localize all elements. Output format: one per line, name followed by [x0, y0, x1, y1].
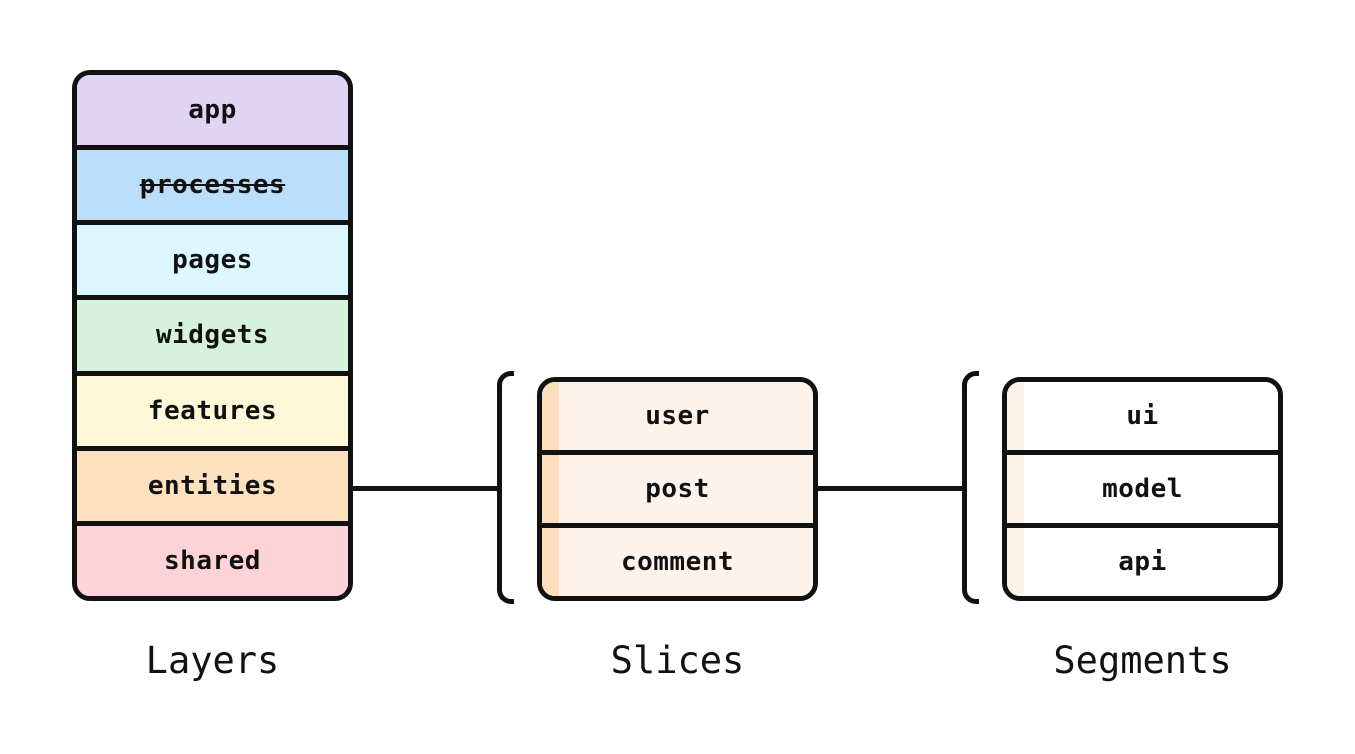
slice-row-stripe	[542, 528, 559, 596]
segments-stack: ui model api	[1002, 377, 1283, 601]
segment-row-label: ui	[1126, 401, 1159, 431]
slice-row-comment: comment	[542, 523, 813, 596]
layer-row-processes: processes	[77, 145, 348, 221]
connector-line-layers-slices	[352, 486, 500, 491]
segment-row-stripe	[1007, 455, 1024, 523]
layer-row-shared: shared	[77, 520, 348, 596]
layer-row-label: app	[188, 95, 237, 126]
slices-left-bracket	[497, 371, 514, 604]
segment-row-label: api	[1118, 547, 1167, 577]
segments-column-label: Segments	[1053, 639, 1232, 682]
layer-row-label: pages	[172, 245, 253, 276]
segment-row-stripe	[1007, 382, 1024, 450]
segment-row-label: model	[1102, 474, 1183, 504]
layer-row-label: shared	[164, 545, 261, 576]
layers-column-label: Layers	[145, 639, 280, 682]
layer-row-entities: entities	[77, 445, 348, 521]
slice-row-post: post	[542, 450, 813, 523]
slices-stack: user post comment	[537, 377, 818, 601]
layer-row-features: features	[77, 370, 348, 446]
slice-row-label: comment	[620, 547, 735, 577]
slice-row-label: post	[645, 474, 710, 504]
connector-line-slices-segments	[816, 486, 965, 491]
layers-stack: app processes pages widgets features ent…	[72, 70, 353, 601]
slice-row-user: user	[542, 382, 813, 450]
segment-row-stripe	[1007, 528, 1024, 596]
layer-row-label: features	[147, 395, 278, 426]
segment-row-ui: ui	[1007, 382, 1278, 450]
layer-row-app: app	[77, 75, 348, 146]
slice-row-stripe	[542, 455, 559, 523]
segment-row-api: api	[1007, 523, 1278, 596]
segments-left-bracket	[962, 371, 979, 604]
slice-row-stripe	[542, 382, 559, 450]
layer-row-label: entities	[147, 470, 278, 501]
segment-row-model: model	[1007, 450, 1278, 523]
layer-row-label: processes	[139, 170, 286, 201]
layer-row-pages: pages	[77, 220, 348, 296]
slices-column-label: Slices	[610, 639, 745, 682]
layer-row-widgets: widgets	[77, 295, 348, 371]
layer-row-label: widgets	[155, 320, 270, 351]
slice-row-label: user	[645, 401, 710, 431]
